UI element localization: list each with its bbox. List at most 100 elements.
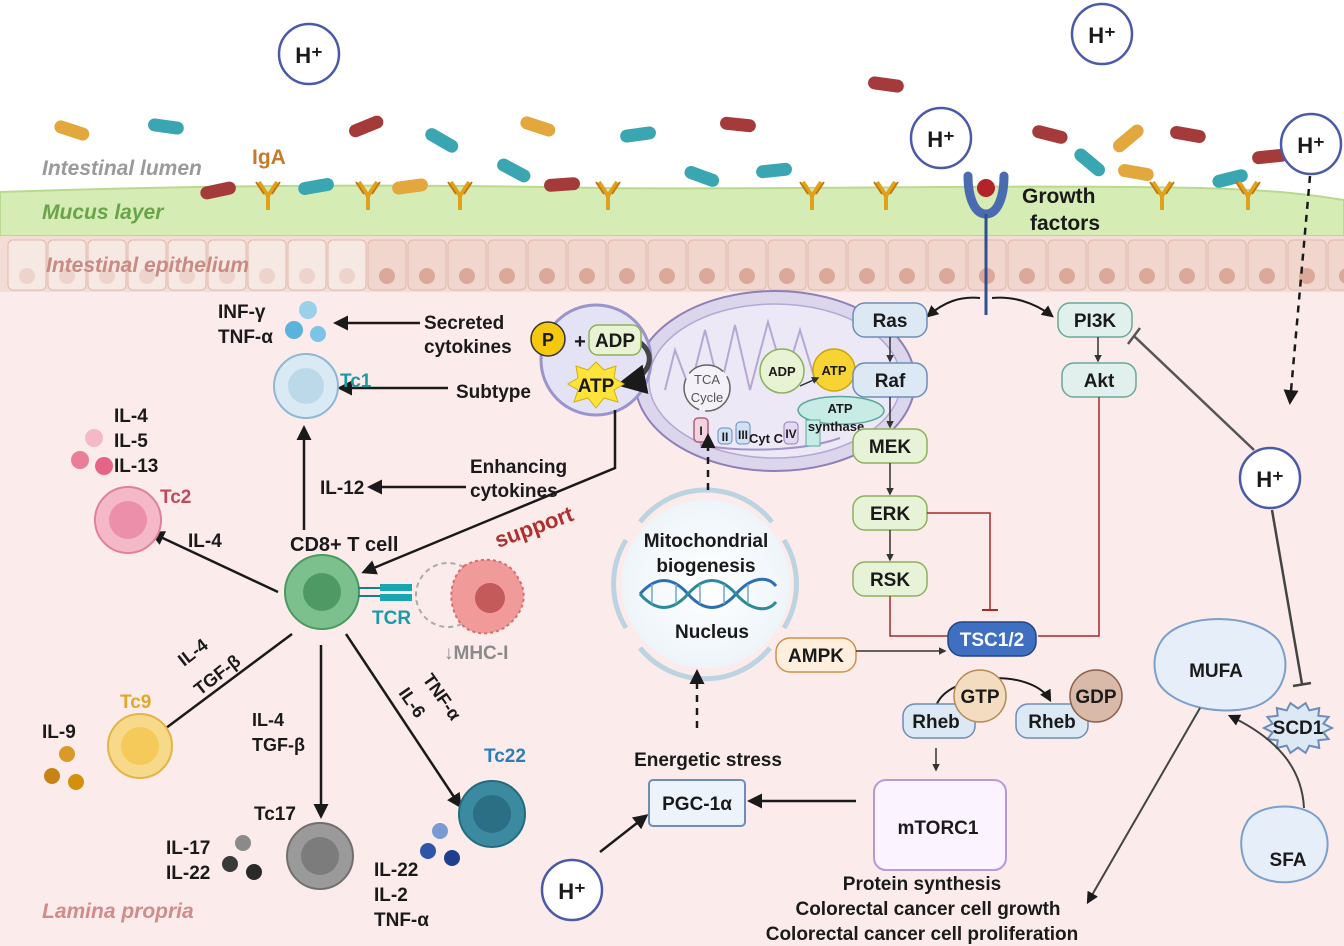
epithelial-cell — [407, 239, 447, 291]
tc1-cytokines — [285, 301, 326, 342]
adp-mito: ADP — [759, 348, 805, 394]
tsc-box: TSC1/2 — [947, 621, 1037, 657]
iga-antibody — [1149, 180, 1175, 210]
epithelial-nucleus — [1099, 268, 1115, 284]
mek-box: MEK — [852, 428, 928, 464]
tc9-label: Tc9 — [120, 692, 151, 713]
atp-synthase: ATP synthase — [797, 395, 885, 447]
epithelial-cell — [767, 239, 807, 291]
svg-text:AMPK: AMPK — [788, 646, 844, 667]
epithelial-nucleus — [779, 268, 795, 284]
enhancing-label-2: cytokines — [470, 481, 558, 502]
akt-box: Akt — [1061, 362, 1137, 398]
epithelial-cell — [1087, 239, 1127, 291]
pgc-1a-box: PGC-1α — [648, 779, 746, 827]
complex-i-label: I — [699, 424, 702, 438]
svg-text:H⁺: H⁺ — [295, 43, 323, 68]
bacterium — [392, 178, 428, 195]
bacterium — [1212, 169, 1248, 188]
hplus-pi3k-inhibit-line — [1133, 335, 1255, 451]
complex-ii-label: II — [722, 430, 729, 444]
adp-to-atp-arrow — [799, 377, 820, 387]
h-plus-ion: H⁺ — [277, 22, 341, 86]
growth-factors-label: Growth — [1022, 185, 1096, 208]
svg-text:MUFA: MUFA — [1189, 661, 1243, 682]
atp-burst: ATP — [567, 361, 625, 409]
iga-antibody — [799, 180, 825, 210]
epithelial-cells — [7, 239, 1344, 291]
cyt-c-label: Cyt C — [749, 431, 784, 446]
epithelial-cell — [167, 239, 207, 291]
tcr-label: TCR — [372, 608, 411, 629]
epithelial-nucleus — [1339, 268, 1344, 284]
epithelial-cell — [7, 239, 47, 291]
iga-antibody — [595, 180, 621, 210]
epithelial-nucleus — [139, 268, 155, 284]
ras-box: Ras — [852, 302, 928, 338]
tc22-cytokines — [420, 823, 460, 866]
epithelial-nucleus — [739, 268, 755, 284]
epithelial-cell — [607, 239, 647, 291]
svg-text:SFA: SFA — [1270, 850, 1307, 871]
epithelial-cell — [927, 239, 967, 291]
epithelial-cell — [207, 239, 247, 291]
hplus-to-pgc-arrow — [599, 814, 649, 853]
erk-box: ERK — [852, 495, 928, 531]
tumor-cell — [415, 558, 525, 635]
enhancing-label: Enhancing — [470, 457, 567, 478]
intestinal-lumen-label: Intestinal lumen — [42, 157, 202, 180]
svg-text:ERK: ERK — [870, 504, 910, 525]
tc17-il22-label: IL-22 — [166, 863, 210, 884]
epithelial-cell — [887, 239, 927, 291]
tc17-label: Tc17 — [254, 804, 296, 825]
epithelial-nucleus — [619, 268, 635, 284]
epithelial-cell — [127, 239, 167, 291]
gdp-circle: GDP — [1069, 669, 1123, 723]
svg-text:H⁺: H⁺ — [1297, 133, 1325, 158]
epithelial-nucleus — [899, 268, 915, 284]
bacterium — [200, 181, 236, 200]
epithelial-cell — [847, 239, 887, 291]
lamina-propria-label: Lamina propria — [42, 900, 194, 923]
epithelial-nucleus — [539, 268, 555, 284]
cd8-to-tc9-arrow — [147, 632, 293, 742]
epithelial-cell — [687, 239, 727, 291]
complex-iii — [735, 421, 751, 445]
epithelial-nucleus — [859, 268, 875, 284]
epithelial-cell — [87, 239, 127, 291]
h-plus-ion: H⁺ — [909, 106, 973, 170]
subtype-label: Subtype — [456, 382, 531, 403]
atp-mito: ATP — [812, 348, 856, 392]
complex-iv-label: IV — [785, 427, 796, 441]
epithelial-nucleus — [459, 268, 475, 284]
gtp-circle: GTP — [953, 669, 1007, 723]
bacterium — [298, 177, 334, 195]
svg-text:mTORC1: mTORC1 — [898, 818, 979, 839]
epithelial-cell — [287, 239, 327, 291]
svg-text:ATP: ATP — [827, 401, 852, 416]
tc2-label: Tc2 — [160, 487, 191, 508]
mtorc1-box: mTORC1 — [873, 779, 1007, 871]
secreted-label: Secreted — [424, 313, 504, 334]
phosphate: P — [530, 321, 566, 357]
bacterium — [1118, 163, 1154, 181]
mucus-layer-label: Mucus layer — [42, 201, 165, 224]
tnf-alpha-label: TNF-α — [218, 327, 273, 348]
epithelial-cell — [1247, 239, 1287, 291]
h-plus-ion: H⁺ — [1279, 112, 1343, 176]
epithelial-nucleus — [419, 268, 435, 284]
epithelial-cell — [447, 239, 487, 291]
epithelial-cell — [647, 239, 687, 291]
epithelial-cell — [1007, 239, 1047, 291]
iga-antibody — [873, 180, 899, 210]
bacterium — [1113, 124, 1144, 153]
mufa-shape: MUFA — [1153, 618, 1287, 712]
bacterium — [520, 116, 556, 137]
il13-label: IL-13 — [114, 456, 158, 477]
energetic-stress-label: Energetic stress — [634, 750, 782, 771]
svg-text:Rheb: Rheb — [1028, 712, 1076, 733]
epithelial-cell — [807, 239, 847, 291]
tc22-il22-label: IL-22 — [374, 860, 418, 881]
epithelial-cell — [527, 239, 567, 291]
complex-iv — [783, 421, 799, 445]
